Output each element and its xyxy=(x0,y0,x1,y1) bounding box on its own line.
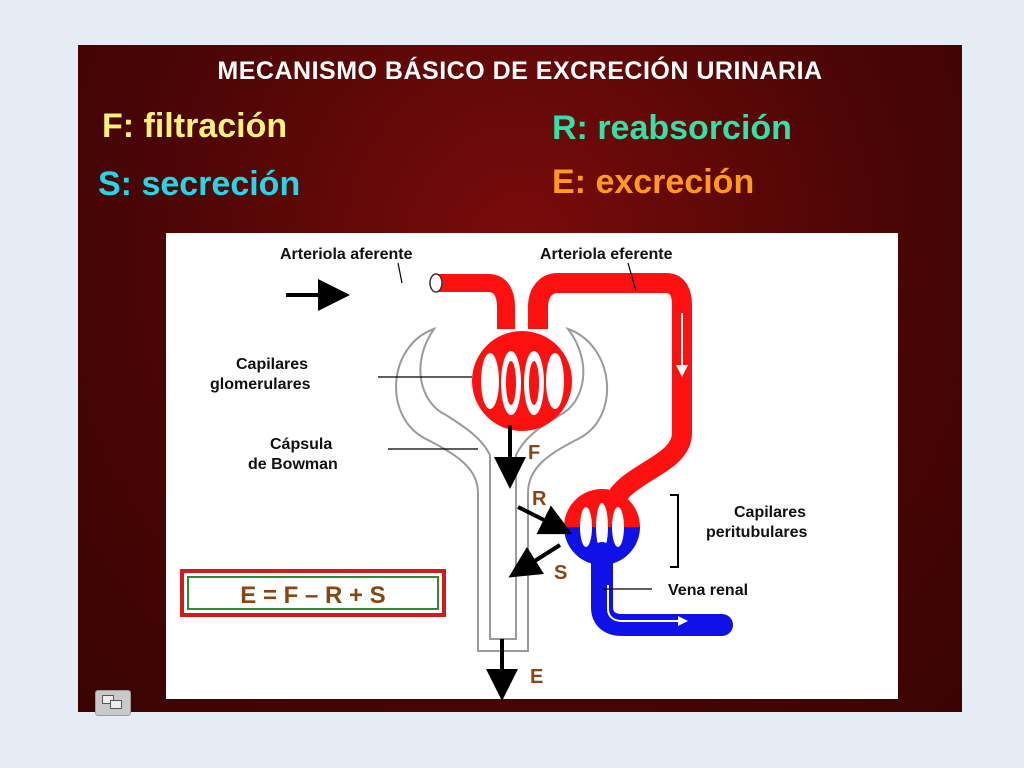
formula-text: E = F – R + S xyxy=(240,582,385,609)
nephron-svg: Arteriola aferente Arteriola eferente Ca… xyxy=(180,246,807,701)
slide-control-icon[interactable] xyxy=(95,690,131,716)
efferent-arteriole xyxy=(528,273,692,516)
renal-vein-flow-arrow xyxy=(607,585,684,622)
label-bowman-2: de Bowman xyxy=(248,456,338,473)
label-peritubular-2: peritubulares xyxy=(706,524,807,541)
label-r: R xyxy=(532,488,547,510)
label-peritubular-1: Capilares xyxy=(734,504,806,521)
secretion-arrow xyxy=(508,543,562,578)
label-bowman-1: Cápsula xyxy=(270,436,332,453)
nephron-diagram: Arteriola aferente Arteriola eferente Ca… xyxy=(166,233,898,701)
legend-reabsorption: R: reabsorción xyxy=(552,109,792,147)
label-e: E xyxy=(530,666,543,688)
glomerulus xyxy=(472,331,572,431)
label-s: S xyxy=(554,562,567,584)
label-renal-vein: Vena renal xyxy=(668,582,748,599)
bowman-capsule-tubule xyxy=(395,326,609,652)
legend-filtration: F: filtración xyxy=(102,107,288,145)
label-glomerular-1: Capilares xyxy=(236,356,308,373)
label-glomerular-2: glomerulares xyxy=(210,376,311,393)
afferent-arteriole xyxy=(436,274,515,329)
slide-title: MECANISMO BÁSICO DE EXCRECIÓN URINARIA xyxy=(217,57,823,85)
slide: MECANISMO BÁSICO DE EXCRECIÓN URINARIA F… xyxy=(78,45,962,712)
peritubular-bracket xyxy=(670,494,679,568)
legend-excretion: E: excreción xyxy=(552,163,755,201)
label-efferent: Arteriola eferente xyxy=(540,246,673,263)
label-afferent: Arteriola aferente xyxy=(280,246,413,263)
afferent-opening xyxy=(429,273,443,293)
label-f: F xyxy=(528,442,540,464)
formula-box xyxy=(180,569,446,617)
renal-vein xyxy=(591,542,733,636)
reabsorption-arrow xyxy=(517,505,573,535)
legend-secretion: S: secreción xyxy=(98,165,301,203)
